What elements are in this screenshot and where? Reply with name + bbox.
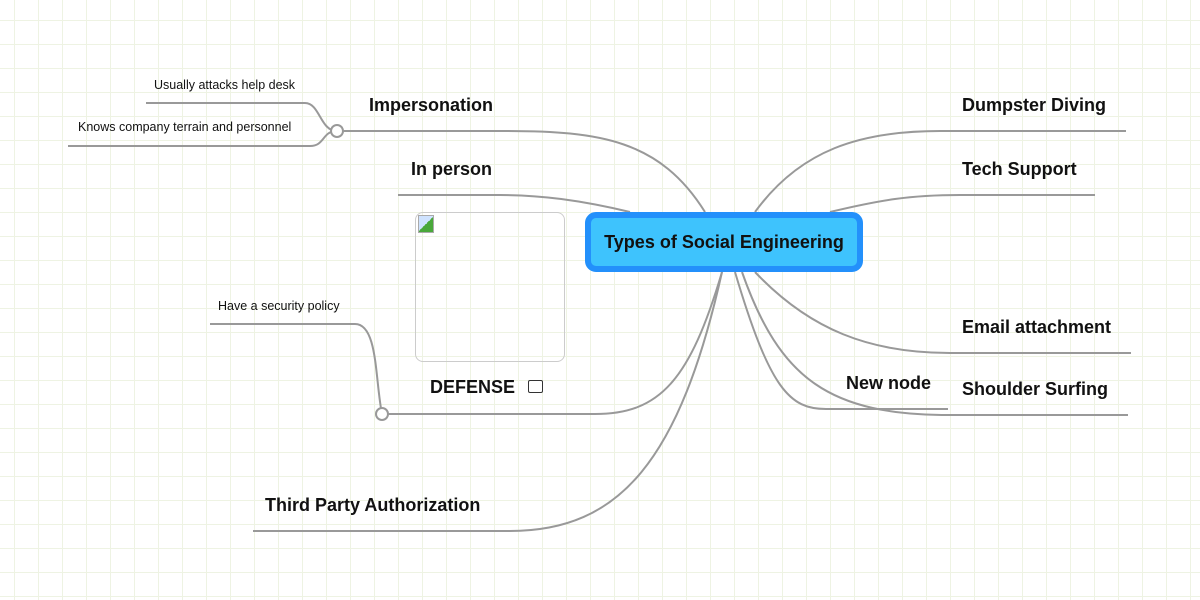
central-topic[interactable]: Types of Social Engineering xyxy=(585,212,863,272)
collapse-toggle-impersonation xyxy=(330,124,344,138)
node-shoulder-surfing[interactable]: Shoulder Surfing xyxy=(962,379,1108,399)
central-topic-label: Types of Social Engineering xyxy=(604,231,844,252)
node-defense[interactable]: DEFENSE xyxy=(430,377,516,397)
broken-image-icon xyxy=(418,215,434,233)
defense-image xyxy=(415,212,565,362)
node-impersonation[interactable]: Impersonation xyxy=(369,95,494,115)
node-third-party[interactable]: Third Party Authorization xyxy=(265,495,481,515)
collapse-toggle-defense xyxy=(375,407,389,421)
node-dumpster-diving[interactable]: Dumpster Diving xyxy=(962,95,1107,115)
node-tech-support[interactable]: Tech Support xyxy=(962,159,1077,179)
node-company-terrain[interactable]: Knows company terrain and personnel xyxy=(78,120,292,134)
node-new-node[interactable]: New node xyxy=(846,373,932,393)
node-email-attachment[interactable]: Email attachment xyxy=(962,317,1112,337)
image-icon[interactable] xyxy=(528,380,543,393)
node-help-desk[interactable]: Usually attacks help desk xyxy=(154,78,296,92)
node-in-person[interactable]: In person xyxy=(411,159,493,179)
node-security-policy[interactable]: Have a security policy xyxy=(218,299,340,313)
